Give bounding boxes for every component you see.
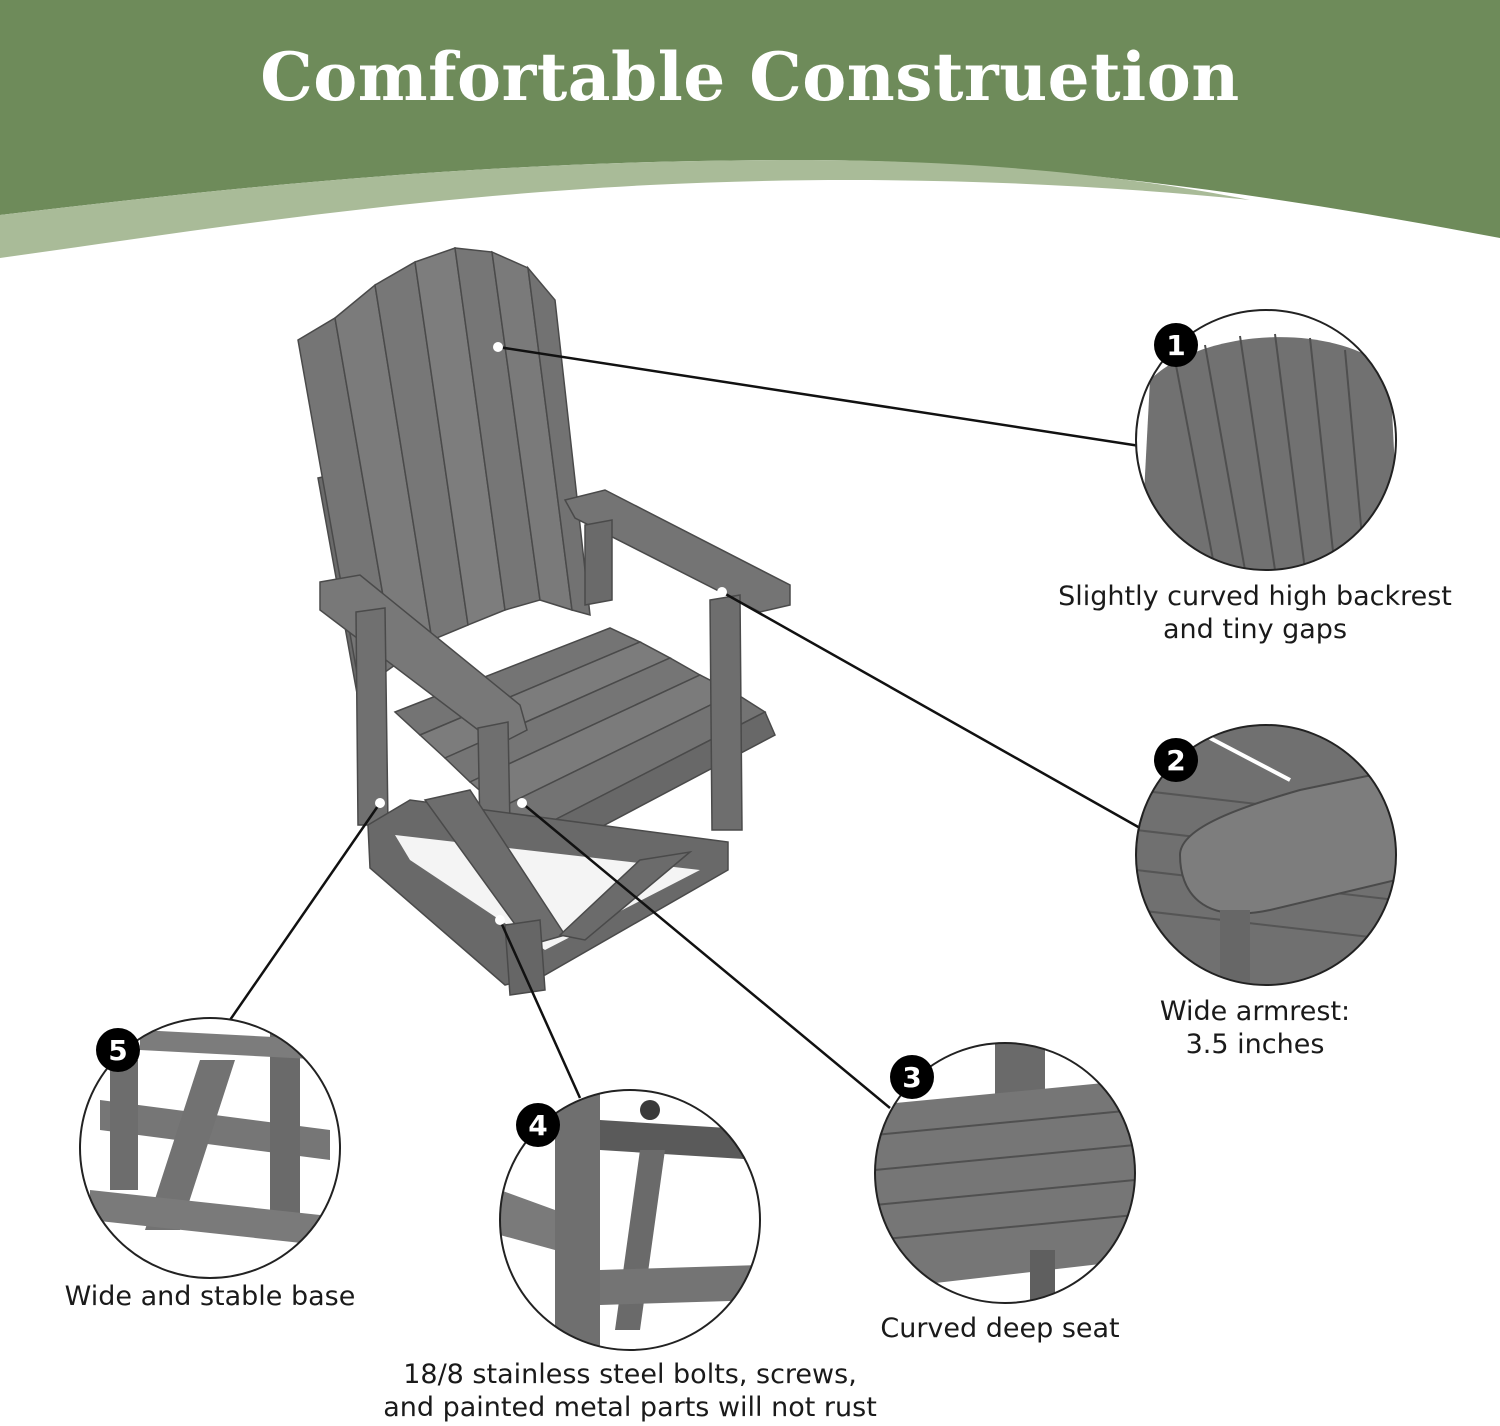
caption-base-line1: Wide and stable base bbox=[64, 1281, 356, 1312]
caption-armrest: Wide armrest: 3.5 inches bbox=[1080, 995, 1430, 1061]
number-badges: 1 2 3 4 5 bbox=[96, 323, 1198, 1147]
caption-backrest-line2: and tiny gaps bbox=[1162, 614, 1348, 645]
badge-3: 3 bbox=[890, 1055, 934, 1099]
page-title: Comfortable Construetion bbox=[260, 38, 1240, 116]
detail-seat bbox=[874, 1042, 1136, 1304]
badge-3-number: 3 bbox=[902, 1061, 921, 1094]
chair-illustration bbox=[297, 246, 791, 996]
header-band bbox=[0, 0, 1500, 258]
badge-1-number: 1 bbox=[1166, 329, 1185, 362]
badge-4: 4 bbox=[516, 1103, 560, 1147]
badge-5-number: 5 bbox=[108, 1034, 127, 1067]
caption-armrest-line1: Wide armrest: bbox=[1159, 996, 1351, 1027]
badge-2: 2 bbox=[1154, 738, 1198, 782]
badge-4-number: 4 bbox=[528, 1109, 547, 1142]
caption-backrest: Slightly curved high backrest and tiny g… bbox=[1030, 580, 1480, 646]
caption-seat: Curved deep seat bbox=[850, 1312, 1150, 1345]
caption-backrest-line1: Slightly curved high backrest bbox=[1058, 581, 1452, 612]
anchor-dots bbox=[375, 342, 727, 925]
caption-base: Wide and stable base bbox=[30, 1280, 390, 1313]
caption-hardware: 18/8 stainless steel bolts, screws, and … bbox=[330, 1358, 930, 1424]
badge-1: 1 bbox=[1154, 323, 1198, 367]
detail-backrest bbox=[1135, 309, 1397, 571]
badge-2-number: 2 bbox=[1166, 744, 1185, 777]
caption-hardware-line2: and painted metal parts will not rust bbox=[383, 1392, 877, 1423]
caption-hardware-line1: 18/8 stainless steel bolts, screws, bbox=[403, 1359, 857, 1390]
caption-seat-line1: Curved deep seat bbox=[880, 1313, 1120, 1344]
caption-armrest-line2: 3.5 inches bbox=[1185, 1029, 1325, 1060]
connector-lines bbox=[228, 345, 1141, 1109]
badge-5: 5 bbox=[96, 1028, 140, 1072]
